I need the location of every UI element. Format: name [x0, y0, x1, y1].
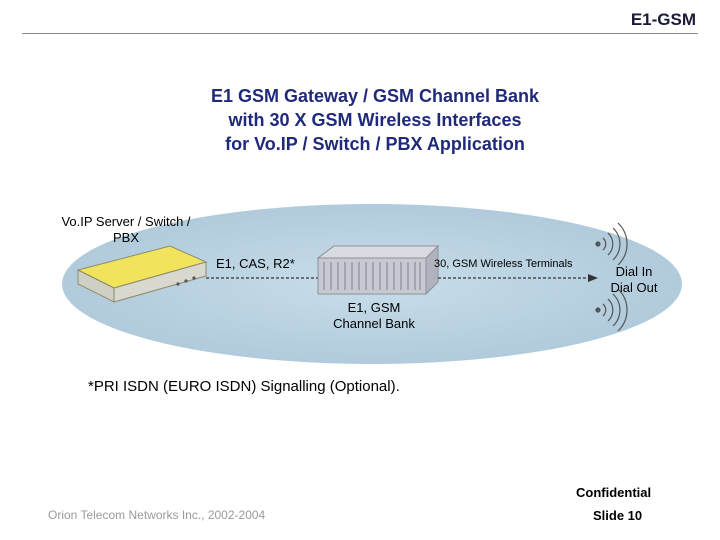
- slide-number: Slide 10: [593, 508, 643, 523]
- header-divider: [22, 33, 698, 34]
- voip-server-label: Vo.IP Server / Switch / PBX: [61, 214, 191, 245]
- voip-server-device-icon: [76, 245, 208, 303]
- slide-title: E1 GSM Gateway / GSM Channel Bank with 3…: [140, 84, 610, 156]
- dial-label: Dial In Dial Out: [600, 264, 668, 296]
- signalling-footnote: *PRI ISDN (EURO ISDN) Signalling (Option…: [88, 378, 400, 395]
- gsm-link-arrowhead: [588, 274, 598, 282]
- footer-company: Orion Telecom Networks Inc., 2002-2004: [48, 508, 266, 522]
- gsm-terminals-label: 30, GSM Wireless Terminals: [434, 258, 573, 270]
- confidential-label: Confidential: [576, 485, 652, 500]
- channel-bank-rack-icon: [316, 244, 440, 296]
- title-line-3: for Vo.IP / Switch / PBX Application: [225, 134, 525, 154]
- wireless-signal-icon-top: [595, 222, 628, 266]
- channel-bank-label-line-1: E1, GSM: [347, 300, 401, 315]
- channel-bank-label: E1, GSM Channel Bank: [322, 300, 426, 332]
- channel-bank-label-line-2: Channel Bank: [333, 316, 415, 331]
- title-line-2: with 30 X GSM Wireless Interfaces: [228, 110, 522, 130]
- e1-link-label: E1, CAS, R2*: [216, 256, 295, 271]
- dial-out-label: Dial Out: [610, 280, 658, 295]
- slide-corner-title: E1-GSM: [630, 10, 696, 29]
- wireless-signal-icon-bottom: [595, 288, 628, 332]
- title-line-1: E1 GSM Gateway / GSM Channel Bank: [210, 86, 540, 106]
- dial-in-label: Dial In: [615, 264, 653, 279]
